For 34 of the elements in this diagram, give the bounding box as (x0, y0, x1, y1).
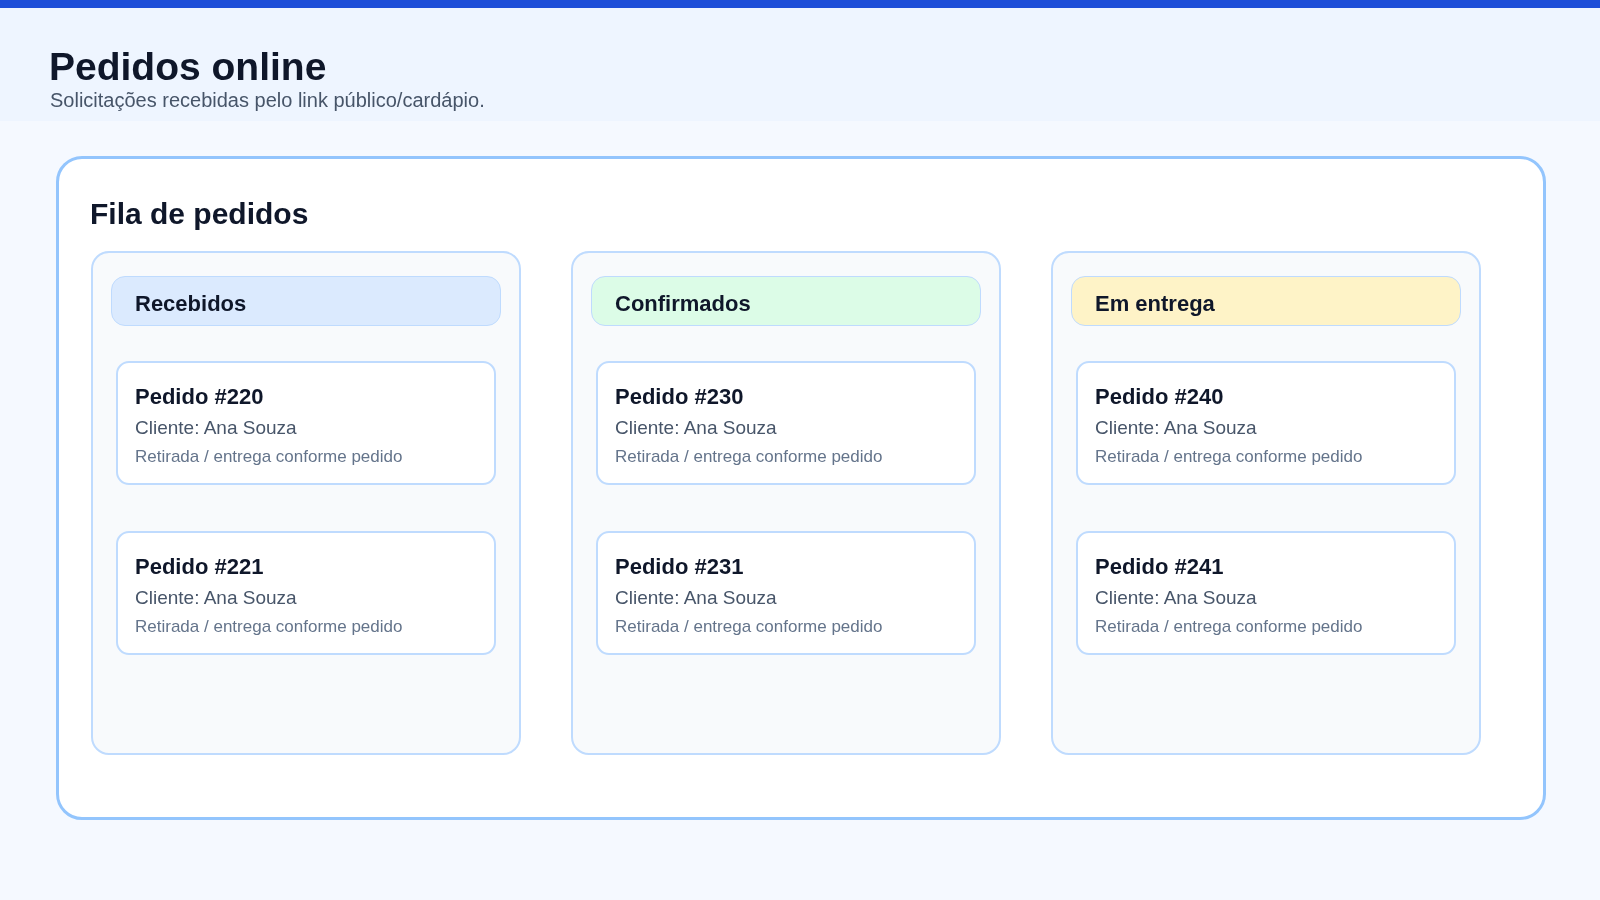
kanban-column (1051, 251, 1481, 755)
column-header: Confirmados (591, 276, 981, 326)
order-number: Pedido #221 (135, 553, 264, 581)
column-header: Em entrega (1071, 276, 1461, 326)
customer-name: Cliente: Ana Souza (135, 586, 297, 610)
delivery-note: Retirada / entrega conforme pedido (615, 446, 883, 468)
customer-name: Cliente: Ana Souza (1095, 586, 1257, 610)
order-card (596, 531, 976, 655)
delivery-note: Retirada / entrega conforme pedido (1095, 616, 1363, 638)
order-card (1076, 531, 1456, 655)
page-title: Pedidos online (49, 44, 327, 90)
delivery-note: Retirada / entrega conforme pedido (135, 446, 403, 468)
customer-name: Cliente: Ana Souza (615, 586, 777, 610)
order-number: Pedido #231 (615, 553, 744, 581)
order-card (116, 361, 496, 485)
queue-panel (56, 156, 1546, 820)
kanban-column (91, 251, 521, 755)
order-card (116, 531, 496, 655)
delivery-note: Retirada / entrega conforme pedido (135, 616, 403, 638)
order-number: Pedido #230 (615, 383, 744, 411)
page-subtitle: Solicitações recebidas pelo link público/cardápio. (50, 88, 485, 112)
order-number: Pedido #241 (1095, 553, 1224, 581)
delivery-note: Retirada / entrega conforme pedido (1095, 446, 1363, 468)
order-card (1076, 361, 1456, 485)
customer-name: Cliente: Ana Souza (135, 416, 297, 440)
order-number: Pedido #220 (135, 383, 264, 411)
customer-name: Cliente: Ana Souza (615, 416, 777, 440)
column-header: Recebidos (111, 276, 501, 326)
delivery-note: Retirada / entrega conforme pedido (615, 616, 883, 638)
order-card (596, 361, 976, 485)
kanban-column (571, 251, 1001, 755)
order-number: Pedido #240 (1095, 383, 1224, 411)
customer-name: Cliente: Ana Souza (1095, 416, 1257, 440)
panel-heading: Fila de pedidos (90, 196, 309, 232)
